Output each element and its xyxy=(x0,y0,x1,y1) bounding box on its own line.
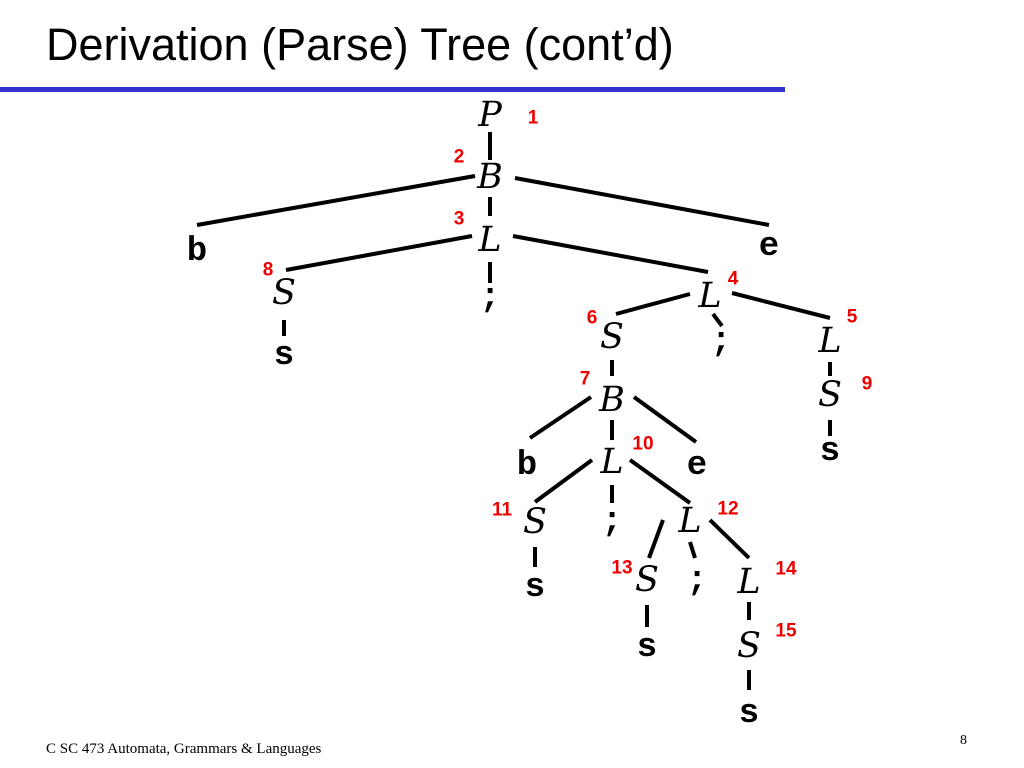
nonterminal-node-L14: L xyxy=(736,562,760,602)
tree-edge-L1-S8 xyxy=(285,234,473,272)
nonterminal-node-B7: B xyxy=(598,380,625,420)
tree-edges xyxy=(196,132,832,690)
tree-edge-L12-S13 xyxy=(647,519,665,559)
slide-title: Derivation (Parse) Tree (cont’d) xyxy=(46,19,674,70)
step-number-5: 5 xyxy=(847,307,858,328)
step-number-7: 7 xyxy=(580,369,591,390)
step-number-6: 6 xyxy=(587,308,598,329)
footer-course-name: C SC 473 Automata, Grammars & Languages xyxy=(46,741,322,757)
nonterminal-node-L5: L xyxy=(817,321,841,361)
step-number-11: 11 xyxy=(492,500,513,521)
terminal-node-sc4: ; xyxy=(687,562,707,600)
step-number-2: 2 xyxy=(454,147,465,168)
nonterminal-node-S9: S xyxy=(818,375,842,415)
terminal-node-sc3: ; xyxy=(602,503,622,541)
tree-edge-L12-sc4 xyxy=(688,541,697,559)
terminal-node-b1: b xyxy=(187,233,207,271)
tree-edge-L10-L12 xyxy=(628,458,692,505)
step-number-10: 10 xyxy=(632,434,653,455)
terminal-node-b2: b xyxy=(517,447,537,485)
nonterminal-node-B1: B xyxy=(476,157,503,197)
step-number-4: 4 xyxy=(728,269,739,290)
tree-edge-B1-b1 xyxy=(196,174,476,227)
tree-edge-B7-b2 xyxy=(528,395,593,440)
nonterminal-node-S13: S xyxy=(635,560,659,600)
nonterminal-node-S15: S xyxy=(737,626,761,666)
nonterminal-node-L12: L xyxy=(677,501,701,541)
nonterminal-node-S11: S xyxy=(523,502,547,542)
tree-edge-B1-e1 xyxy=(514,176,770,227)
nonterminal-node-L1: L xyxy=(477,220,501,260)
page-number: 8 xyxy=(960,733,967,748)
step-number-15: 15 xyxy=(775,621,797,642)
tree-edge-L4-sc2 xyxy=(711,312,724,328)
terminal-node-s15: s xyxy=(739,695,759,733)
tree-edge-L4-S6 xyxy=(615,292,691,316)
nonterminal-node-P: P xyxy=(477,95,503,135)
step-number-13: 13 xyxy=(611,558,632,579)
tree-edge-B7-e2 xyxy=(632,395,698,444)
step-number-3: 3 xyxy=(454,209,465,230)
terminal-node-s11: s xyxy=(525,569,545,607)
terminal-node-sc1: ; xyxy=(480,279,500,317)
tree-edge-L12-L14 xyxy=(708,518,751,560)
step-number-9: 9 xyxy=(862,374,873,395)
terminal-node-e2: e xyxy=(687,447,707,485)
terminal-node-s13: s xyxy=(637,629,657,667)
step-number-1: 1 xyxy=(528,108,539,129)
terminal-node-e1: e xyxy=(759,228,779,266)
tree-edge-L10-S11 xyxy=(533,458,594,504)
step-number-14: 14 xyxy=(775,559,797,580)
nonterminal-node-L10: L xyxy=(599,442,623,482)
step-number-8: 8 xyxy=(263,260,274,281)
nonterminal-node-S8: S xyxy=(272,273,296,313)
terminal-node-s9: s xyxy=(820,433,840,471)
step-number-12: 12 xyxy=(717,499,738,520)
tree-edge-L4-L5 xyxy=(731,291,831,320)
tree-edge-L1-L4 xyxy=(512,234,709,274)
terminal-node-s8: s xyxy=(274,337,294,375)
title-underline xyxy=(0,87,785,92)
terminal-node-sc2: ; xyxy=(711,323,731,361)
nonterminal-node-L4: L xyxy=(697,276,721,316)
nonterminal-node-S6: S xyxy=(600,317,624,357)
